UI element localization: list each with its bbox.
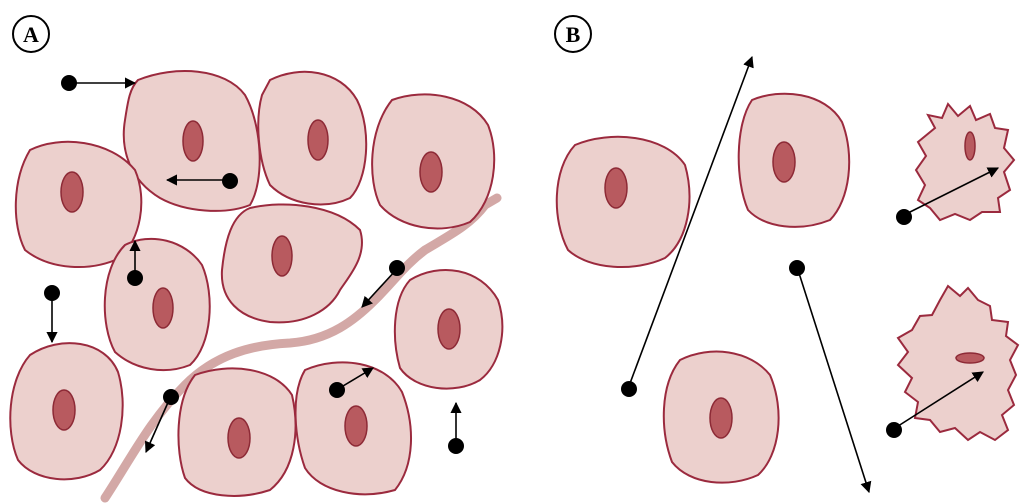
tissue-cell [739,94,849,227]
tissue-cell [222,204,362,322]
panel-b: B [555,16,1018,492]
nucleus [605,168,627,208]
nucleus [153,288,173,328]
ruffled-cell [916,104,1014,220]
tissue-cell [557,137,690,267]
tissue-cell [105,239,210,370]
tissue-cell [258,72,366,205]
nucleus [965,132,975,160]
panel-a-label: A [23,22,39,47]
particle-dot [61,75,77,91]
tissue-cell [395,270,502,389]
nucleus [228,418,250,458]
particle-dot [329,382,345,398]
tissue-cell [296,362,411,494]
nucleus [308,120,328,160]
panel-b-badge: B [555,16,591,52]
nucleus [345,406,367,446]
particle-dot [886,422,902,438]
ruffled-cell [898,286,1018,440]
nucleus [438,309,460,349]
nucleus [272,236,292,276]
particle-dot [621,381,637,397]
panel-a-badge: A [13,16,49,52]
nucleus [956,353,984,363]
nucleus [773,142,795,182]
nucleus [183,121,203,161]
particle-arrow [61,75,135,91]
tissue-cell [178,368,295,495]
particle-dot [896,209,912,225]
tissue-cell [10,343,122,479]
particle-dot [127,270,143,286]
particle-arrow [448,403,464,454]
tissue-cell [372,94,494,228]
particle-dot [222,173,238,189]
panel-a: A [10,16,502,498]
tissue-cell [124,71,260,211]
particle-arrow [789,260,869,492]
nucleus [710,398,732,438]
particle-dot [389,260,405,276]
nucleus [61,172,83,212]
particle-dot [44,285,60,301]
nucleus [420,152,442,192]
tissue-cell [664,352,779,483]
panel-b-label: B [566,22,581,47]
particle-dot [448,438,464,454]
nucleus [53,390,75,430]
particle-arrow [44,285,60,342]
particle-dot [163,389,179,405]
particle-dot [789,260,805,276]
